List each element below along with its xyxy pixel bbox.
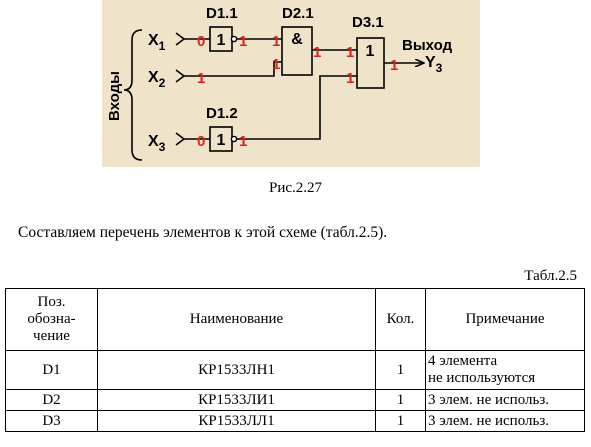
cell-name: КР1533ЛИ1 xyxy=(97,389,376,411)
signal-d3-1-out: 1 xyxy=(390,57,398,74)
input-x1-arrow xyxy=(175,32,186,46)
header-position-line: обозна- xyxy=(27,311,76,327)
signal-d2-1-in2: 1 xyxy=(272,56,280,73)
table-row: D2 КР1533ЛИ1 1 3 элем. не использ. xyxy=(5,389,585,411)
signal-d1-2-out: 1 xyxy=(239,133,247,150)
cell-quantity: 1 xyxy=(375,389,426,411)
cell-name: КР1533ЛЛ1 xyxy=(97,410,376,432)
table-label: Табл.2.5 xyxy=(524,268,577,284)
figure-caption: Рис.2.27 xyxy=(268,180,323,196)
d3-1-symbol: 1 xyxy=(366,43,375,60)
table-row: D1 КР1533ЛН1 1 4 элемента не используютс… xyxy=(5,350,585,390)
cell-position: D3 xyxy=(5,410,98,432)
cell-note: 3 элем. не использ. xyxy=(425,410,585,432)
output-y3-label: Y3 xyxy=(425,54,443,75)
signal-d3-1-in1: 1 xyxy=(346,44,354,61)
signal-d2-1-in1: 1 xyxy=(272,33,280,50)
input-x2-arrow xyxy=(175,69,186,83)
signal-x3: 0 xyxy=(197,133,205,150)
cell-position: D2 xyxy=(5,389,98,411)
logic-schematic: Входы X1 X2 X3 D1.1 1 D2.1 & D3.1 1 D1.2… xyxy=(102,0,480,167)
d3-1-gate xyxy=(356,37,385,89)
input-x1-label: X1 xyxy=(148,32,166,53)
cell-quantity: 1 xyxy=(375,350,426,390)
cell-position: D1 xyxy=(5,350,98,390)
d3-1-ref: D3.1 xyxy=(352,14,384,31)
input-x3-label: X3 xyxy=(148,133,166,154)
d1-1-inversion-bubble xyxy=(230,35,238,43)
input-x2-label: X2 xyxy=(148,69,166,90)
signal-x2: 1 xyxy=(197,70,205,87)
body-paragraph: Составляем перечень элементов к этой схе… xyxy=(18,224,388,241)
cell-quantity: 1 xyxy=(375,410,426,432)
cell-note-line: не используются xyxy=(428,370,536,386)
header-position-line: чение xyxy=(33,328,70,344)
inputs-group-label: Входы xyxy=(106,71,123,121)
d1-2-inversion-bubble xyxy=(230,135,238,143)
d1-2-symbol: 1 xyxy=(217,132,226,149)
header-position: Поз. обозна- чение xyxy=(5,288,98,351)
cell-note: 4 элемента не используются xyxy=(425,350,585,390)
d2-1-symbol: & xyxy=(291,31,303,48)
table-row: D3 КР1533ЛЛ1 1 3 элем. не использ. xyxy=(5,410,585,432)
inputs-brace xyxy=(123,29,143,161)
header-note: Примечание xyxy=(425,288,585,351)
d1-2-ref: D1.2 xyxy=(206,105,238,122)
d2-1-ref: D2.1 xyxy=(282,5,314,22)
parts-table: Поз. обозна- чение Наименование Кол. При… xyxy=(5,288,585,432)
d1-1-ref: D1.1 xyxy=(206,5,238,22)
table-header-row: Поз. обозна- чение Наименование Кол. При… xyxy=(5,288,585,351)
header-quantity: Кол. xyxy=(375,288,426,351)
signal-d3-1-in2: 1 xyxy=(346,70,354,87)
signal-x1: 0 xyxy=(197,33,205,50)
d1-1-symbol: 1 xyxy=(217,32,226,49)
wire-x2 xyxy=(184,61,282,77)
signal-d1-1-out: 1 xyxy=(239,33,247,50)
cell-name: КР1533ЛН1 xyxy=(97,350,376,390)
input-x3-arrow xyxy=(175,132,186,146)
d2-1-gate xyxy=(281,26,313,76)
header-name: Наименование xyxy=(97,288,376,351)
cell-note: 3 элем. не использ. xyxy=(425,389,585,411)
cell-note-line: 4 элемента xyxy=(428,353,498,369)
header-position-line: Поз. xyxy=(37,294,66,310)
wire-d1-2-out xyxy=(236,75,357,140)
signal-d2-1-out: 1 xyxy=(313,44,321,61)
output-label: Выход xyxy=(402,37,453,54)
